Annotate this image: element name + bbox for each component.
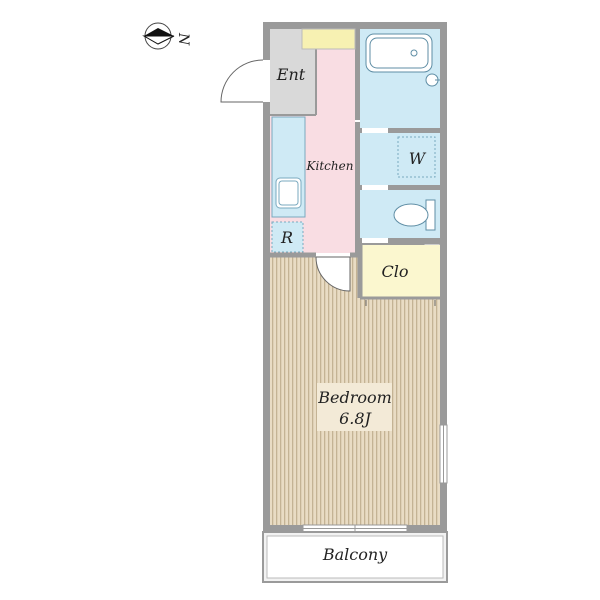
sink-icon [275, 177, 302, 209]
label-kitchen: Kitchen [306, 159, 354, 173]
north-arrow-icon [144, 28, 174, 36]
bedroom-label-box [317, 383, 392, 431]
closet-floor-over [360, 245, 440, 298]
compass-letter: N [175, 32, 191, 46]
label-closet: Clo [382, 262, 409, 281]
label-balcony: Balcony [322, 545, 388, 564]
label-entrance: Ent [276, 65, 306, 84]
washer-space [397, 136, 436, 178]
label-fridge: R [280, 228, 293, 247]
shoe-box [301, 28, 356, 50]
entrance-door-gap [263, 60, 270, 102]
fridge-space [271, 221, 304, 253]
bedroom-door-swing [315, 256, 351, 292]
entrance-door-swing [220, 59, 264, 103]
label-bedroom: Bedroom [317, 388, 392, 407]
toilet-icon [393, 203, 429, 227]
bathtub-icon [365, 33, 433, 73]
label-bedroom-size: 6.8J [339, 409, 372, 428]
label-washer: W [409, 149, 427, 168]
compass: N [142, 22, 191, 50]
